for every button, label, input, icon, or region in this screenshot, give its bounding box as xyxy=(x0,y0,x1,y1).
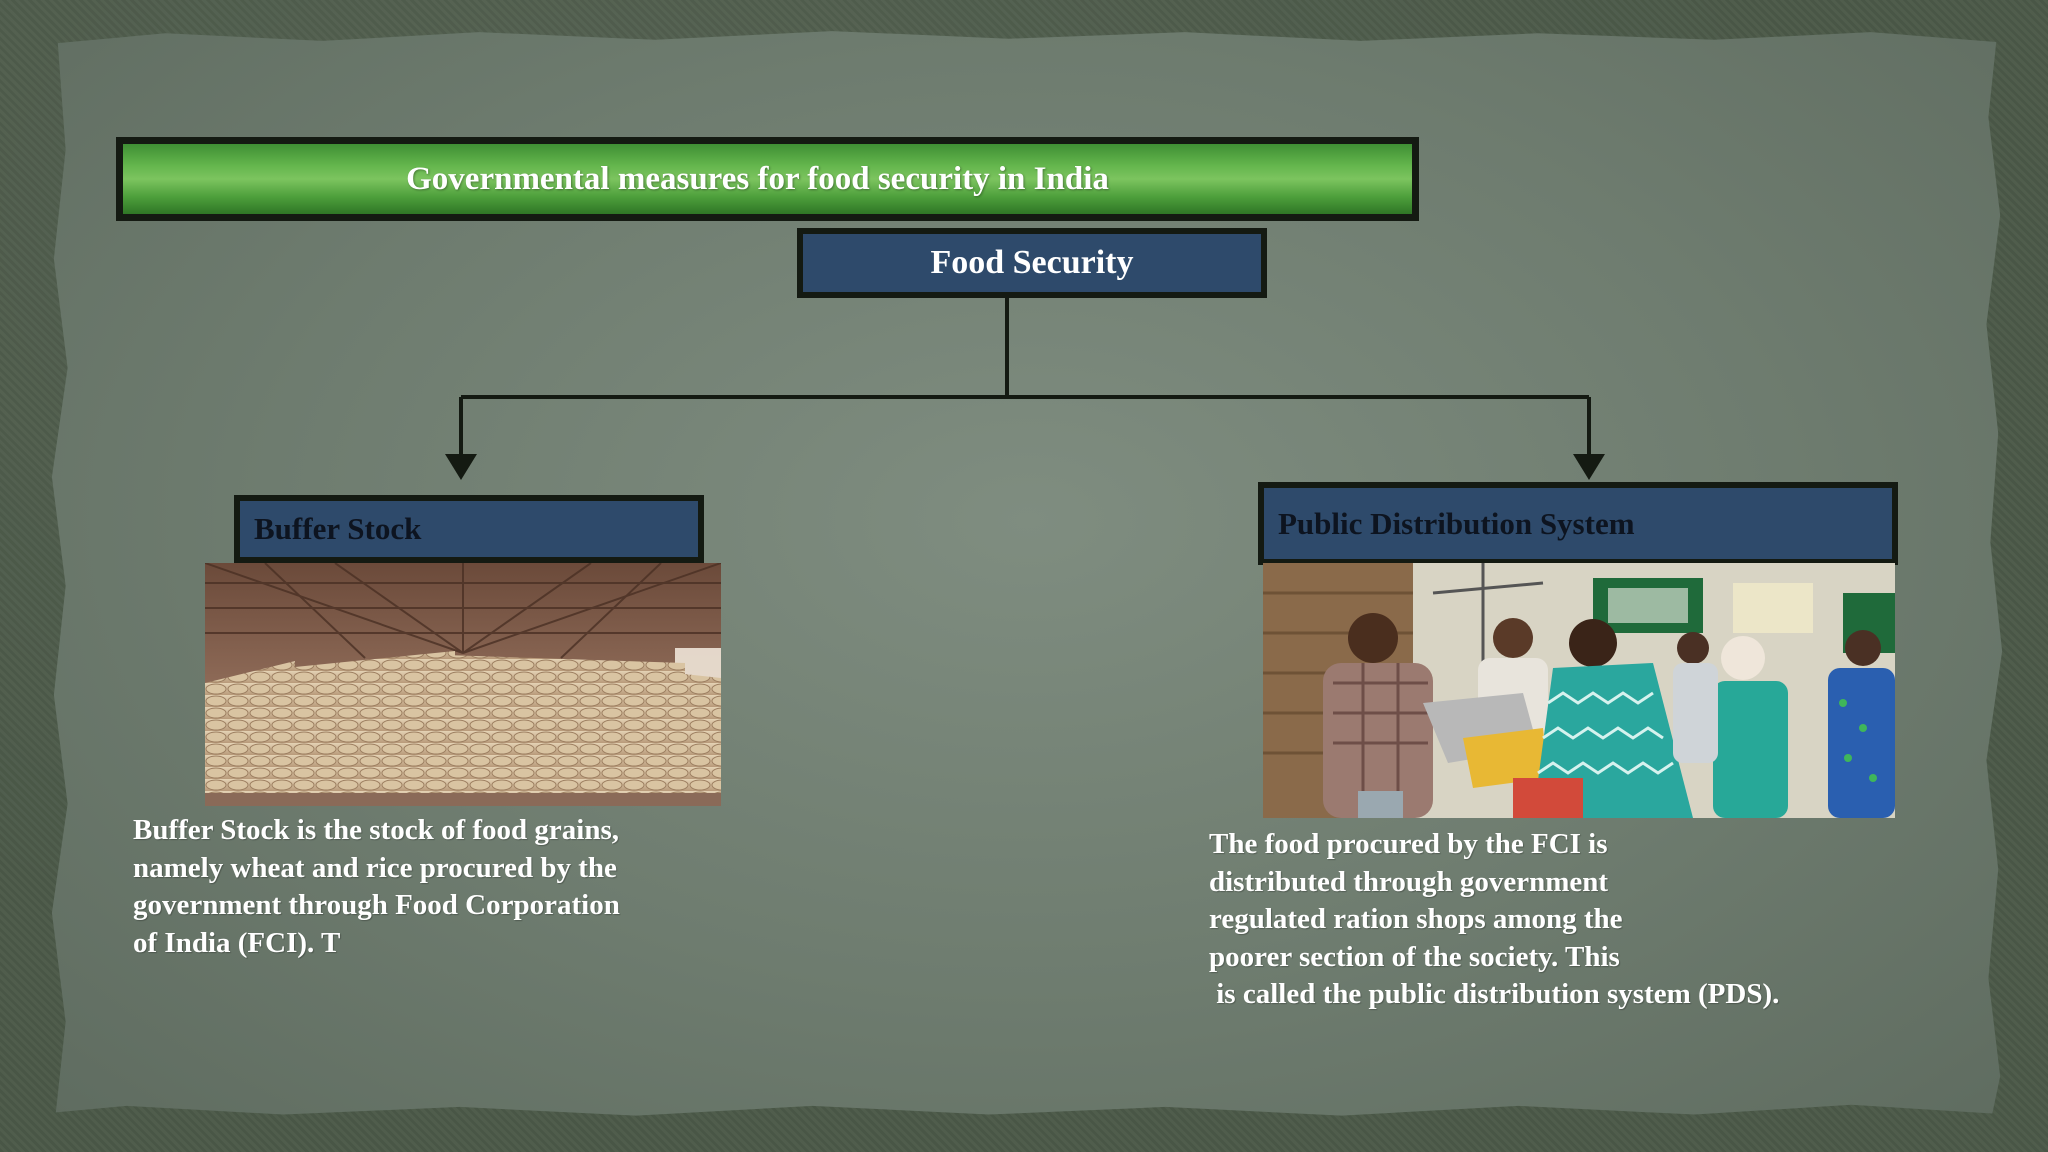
pds-line-5: is called the public distribution system… xyxy=(1209,978,1780,1010)
node-pds-label: Public Distribution System xyxy=(1278,505,1635,541)
node-public-distribution-system: Public Distribution System xyxy=(1258,482,1898,565)
vendor-figure xyxy=(1323,613,1433,818)
node-buffer-stock-label: Buffer Stock xyxy=(254,511,422,546)
grain-warehouse-illustration xyxy=(205,563,721,806)
root-node-label: Food Security xyxy=(930,244,1134,281)
pds-description: The food procured by the FCI is distribu… xyxy=(1209,826,1779,1014)
pds-line-2: distributed through government xyxy=(1209,865,1609,898)
ration-shop-photo xyxy=(1263,563,1895,818)
buffer-stock-line-4: of India (FCI). T xyxy=(133,926,341,959)
pds-line-3: regulated ration shops among the xyxy=(1209,903,1623,935)
buffer-stock-line-3: government through Food Corporation xyxy=(133,889,620,921)
buffer-stock-line-2: namely wheat and rice procured by the xyxy=(133,851,617,884)
title-banner: Governmental measures for food security … xyxy=(116,137,1419,221)
pds-line-1: The food procured by the FCI is xyxy=(1209,828,1608,860)
slide-title: Governmental measures for food security … xyxy=(406,160,1109,197)
ration-shop-illustration xyxy=(1263,563,1895,818)
buffer-stock-line-1: Buffer Stock is the stock of food grains… xyxy=(133,814,620,846)
pds-line-4: poorer section of the society. This xyxy=(1209,940,1620,973)
grain-warehouse-photo xyxy=(205,563,721,806)
root-node-food-security: Food Security xyxy=(797,228,1267,298)
buffer-stock-description: Buffer Stock is the stock of food grains… xyxy=(133,812,620,962)
node-buffer-stock: Buffer Stock xyxy=(234,495,704,563)
